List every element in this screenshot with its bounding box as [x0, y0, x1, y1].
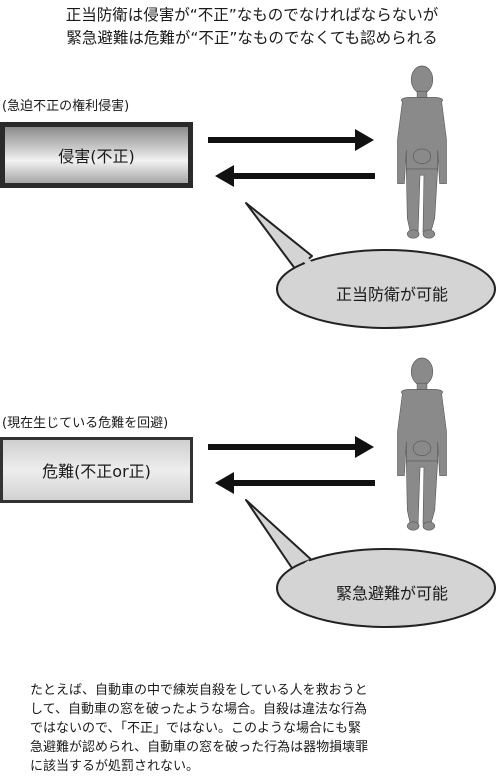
bubble-text-necessity: 緊急避難が可能 — [335, 584, 448, 603]
header-line-2: 緊急避難は危難が“不正”なものでなくても認められる — [66, 29, 438, 47]
footnote-line: して、自動車の窓を破ったような場合。自殺は違法な行為 — [30, 702, 367, 717]
arrow-left-icon — [215, 165, 375, 187]
standing-person-icon — [396, 357, 448, 531]
standing-person-icon — [396, 65, 448, 239]
danger-box: 危難(不正or正) — [0, 437, 193, 503]
arrow-right-icon — [208, 129, 374, 151]
speech-bubble — [245, 202, 496, 329]
bubble-text-self-defense: 正当防衛が可能 — [335, 285, 448, 304]
footnote-line: ではないので、「不正」ではない。このような場合にも緊 — [30, 721, 361, 736]
danger-box-label: 危難(不正or正) — [42, 462, 151, 481]
infringement-box-label: 侵害(不正) — [58, 147, 135, 166]
arrow-right-icon — [208, 436, 374, 458]
infringement-box: 侵害(不正) — [0, 122, 193, 188]
footnote-line: に該当するが処罰されない。 — [30, 759, 200, 774]
speech-bubble — [245, 499, 496, 628]
footnote: たとえば、自動車の中で練炭自殺をしている人を救おうと して、自動車の窓を破ったよ… — [30, 681, 480, 776]
section2-label: (現在生じている危難を回避) — [2, 416, 169, 431]
arrow-left-icon — [215, 472, 375, 494]
footnote-line: たとえば、自動車の中で練炭自殺をしている人を救おうと — [30, 683, 368, 698]
header-line-1: 正当防衛は侵害が“不正”なものでなければならないが — [65, 6, 439, 24]
header-text: 正当防衛は侵害が“不正”なものでなければならないが 緊急避難は危難が“不正”なも… — [10, 4, 494, 50]
footnote-line: 急避難が認められ、自動車の窓を破った行為は器物損壊罪 — [30, 740, 369, 755]
section1-label: (急迫不正の権利侵害) — [2, 99, 130, 114]
